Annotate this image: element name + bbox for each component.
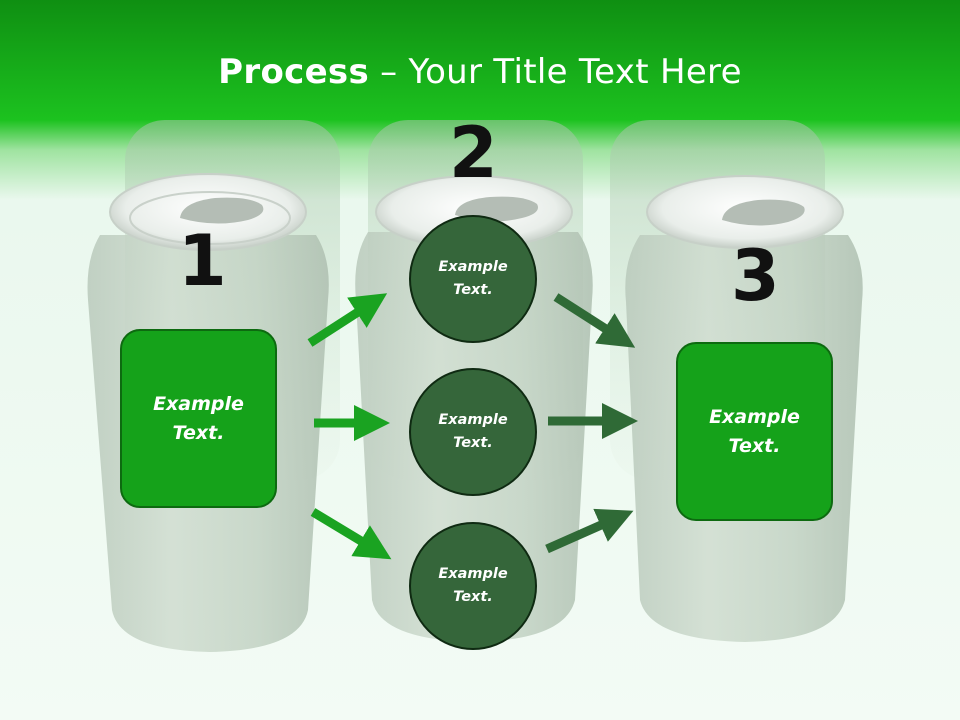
step-3-text-line-1: Example — [709, 405, 800, 428]
step-2-circle-middle: Example Text. — [409, 368, 537, 496]
circle-bottom-text-line-2: Text. — [453, 589, 493, 605]
step-2-circle-top: Example Text. — [409, 215, 537, 343]
circle-middle-text-line-1: Example — [438, 412, 508, 428]
arrow-up-right-2 — [545, 508, 634, 554]
circle-middle-text-line-2: Text. — [453, 435, 493, 451]
title-bold: Process — [218, 52, 370, 92]
circle-top-text-line-1: Example — [438, 259, 508, 275]
circle-bottom-text-line-1: Example — [438, 566, 508, 582]
arrow-down-right-2 — [553, 293, 636, 348]
circle-top-text-line-2: Text. — [453, 282, 493, 298]
step-1-box: Example Text. — [120, 329, 277, 508]
step-3-text-line-2: Text. — [728, 434, 781, 457]
title-rest: – Your Title Text Here — [369, 52, 742, 92]
arrow-down-right-1 — [310, 508, 392, 560]
step-1-text-line-1: Example — [153, 392, 244, 415]
arrow-up-right-1 — [307, 293, 388, 347]
slide-title: Process – Your Title Text Here — [0, 52, 960, 92]
step-number-2: 2 — [449, 112, 498, 194]
step-number-3: 3 — [731, 235, 780, 317]
step-3-box: Example Text. — [676, 342, 833, 521]
step-2-circle-bottom: Example Text. — [409, 522, 537, 650]
step-number-1: 1 — [178, 220, 227, 302]
step-1-text-line-2: Text. — [172, 421, 225, 444]
